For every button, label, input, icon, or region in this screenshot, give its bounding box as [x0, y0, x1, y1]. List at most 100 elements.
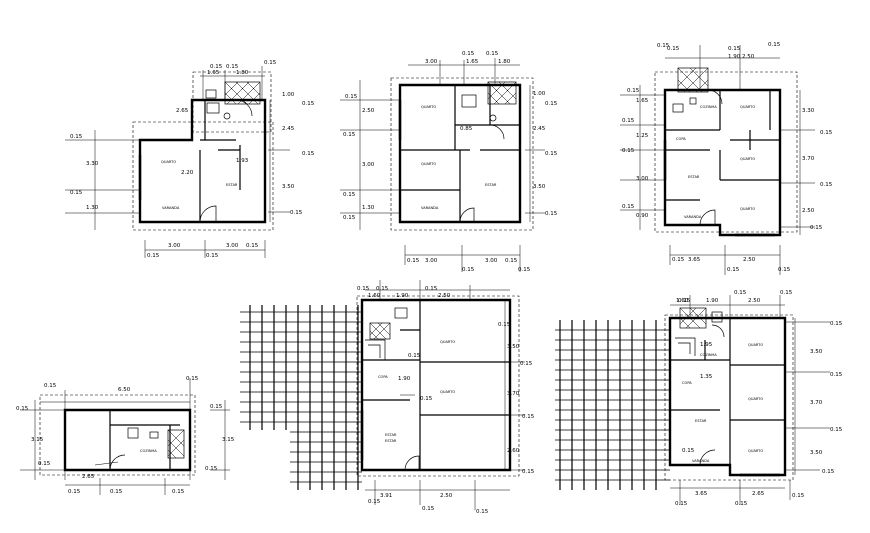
plan2-misc-4: 0.15 [545, 101, 558, 107]
floor-plan-1: 1.65 0.15 0.15 1.80 2.65 1.00 2.45 3.50 … [65, 60, 315, 259]
plan6-bottom-dim-2: 0.15 [675, 501, 688, 507]
plan5-misc-1: 0.15 [420, 396, 433, 402]
plan3-side-dim-6: 2.50 [802, 208, 815, 214]
plan5-top-dim-0: 1.60 [368, 293, 381, 299]
plan1-side-dim-3: 3.50 [282, 184, 295, 190]
plan5-misc-3: 0.15 [498, 322, 511, 328]
plan4-top-dim-2: 0.15 [186, 376, 199, 382]
plan4-bottom-dim-3: 0.15 [172, 489, 185, 495]
plan3-side-dim-1: 1.25 [636, 133, 649, 139]
plan2-room-quarto-b: QUARTO [421, 162, 436, 166]
plan6-room-quarto-a: QUARTO [748, 343, 763, 347]
plan6-misc-1: 0.15 [822, 469, 835, 475]
plan6-misc-3: 0.15 [682, 448, 695, 454]
plan1-side-dim-0: 2.65 [176, 108, 189, 114]
plan1-misc-0: 0.15 [70, 134, 83, 140]
plan1-side-dim-2: 2.45 [282, 126, 295, 132]
plan1-room-estar: ESTAR [226, 183, 238, 187]
floor-plan-4: 6.50 0.15 0.15 0.15 3.15 3.15 0.15 2.65 … [16, 376, 235, 495]
plan4-bottom-dim-1: 0.15 [68, 489, 81, 495]
plan2-misc-0: 0.15 [345, 94, 358, 100]
plan5-side-dim-3: 0.15 [522, 469, 535, 475]
plan4-side-dim-0: 3.15 [31, 437, 44, 443]
plan2-room-varanda: VARANDA [421, 206, 439, 210]
pergola-6 [555, 320, 670, 490]
plan2-bottom-dim-2: 0.15 [407, 258, 420, 264]
plan6-side-dim-6: 1.35 [700, 374, 713, 380]
plan6-bottom-dim-0: 3.65 [695, 491, 708, 497]
plan3-top-dim-2: 0.15 [667, 46, 680, 52]
plan2-side-dim-0: 2.50 [362, 108, 375, 114]
pergola-5 [240, 305, 362, 490]
plan5-top-dim-1: 1.90 [396, 293, 409, 299]
plan5-room-quarto-a: QUARTO [440, 340, 455, 344]
plan4-top-dim-1: 0.15 [44, 383, 57, 389]
bathroom-hatch [487, 81, 517, 105]
plan5-bottom-dim-1: 2.50 [440, 493, 453, 499]
plan4-bottom-dim-2: 0.15 [110, 489, 123, 495]
plan5-top-dim-5: 0.15 [425, 286, 438, 292]
plan3-bottom-dim-4: 0.15 [778, 267, 791, 273]
plan1-top-dim-1: 0.15 [210, 64, 223, 70]
plan4-top-dim-3: 0.15 [210, 404, 223, 410]
plan6-side-dim-5: 1.95 [700, 342, 713, 348]
plan5-bottom-dim-2: 0.15 [368, 499, 381, 505]
plan2-side-dim-1: 1.00 [533, 91, 546, 97]
plan1-misc-8: 0.15 [264, 60, 277, 66]
plan3-top-dim-1: 2.50 [742, 54, 755, 60]
plan2-top-dim-2: 1.80 [498, 59, 511, 65]
plan3-misc-2: 0.15 [622, 148, 635, 154]
plan3-bottom-dim-0: 3.65 [688, 257, 701, 263]
plan6-bottom-dim-4: 0.15 [792, 493, 805, 499]
plan3-side-dim-0: 1.65 [636, 98, 649, 104]
plan5-bottom-dim-4: 0.15 [476, 509, 489, 515]
plan2-side-dim-5: 1.30 [362, 205, 375, 211]
plan1-side-dim-5: 1.30 [86, 205, 99, 211]
plan6-room-copa: COPA [682, 381, 692, 385]
plan6-misc-0: 0.15 [830, 321, 843, 327]
plan2-side-dim-4: 3.50 [533, 184, 546, 190]
plan1-top-dim-0: 1.65 [207, 70, 220, 76]
plan5-side-dim-4: 0.15 [522, 414, 535, 420]
plan3-side-dim-5: 3.70 [802, 156, 815, 162]
plan2-bottom-dim-1: 3.00 [485, 258, 498, 264]
plan6-top-dim-0: 1.60 [676, 298, 689, 304]
plan2-misc-1: 0.15 [343, 132, 356, 138]
plan1-misc-1: 0.15 [70, 190, 83, 196]
plan5-top-dim-3: 0.15 [357, 286, 370, 292]
plan3-side-dim-4: 3.30 [802, 108, 815, 114]
floor-plan-5: 1.60 1.90 2.50 0.15 0.15 0.15 3.50 3.70 … [240, 280, 535, 515]
plan3-room-quarto-a: QUARTO [740, 105, 755, 109]
floor-plan-6: 1.60 1.90 2.50 0.15 0.15 3.50 3.70 3.50 … [555, 290, 843, 507]
plan3-misc-5: 0.15 [820, 182, 833, 188]
plan2-top-dim-0: 3.00 [425, 59, 438, 65]
plan3-room-estar: ESTAR [688, 175, 700, 179]
plan2-side-dim-6: 0.85 [460, 126, 473, 132]
plan6-side-dim-0: 3.50 [810, 349, 823, 355]
plan6-room-quarto-c: QUARTO [748, 449, 763, 453]
plan5-misc-0: 0.15 [520, 361, 533, 367]
plan4-side-dim-2: 0.15 [38, 461, 51, 467]
plan2-bottom-dim-4: 0.15 [518, 267, 531, 273]
plan4-misc-1: 0.15 [205, 466, 218, 472]
plan2-bottom-dim-0: 3.00 [425, 258, 438, 264]
plan3-room-varanda: VARANDA [684, 215, 702, 219]
plan5-bottom-dim-0: 3.91 [380, 493, 392, 499]
plan2-misc-5: 0.15 [545, 151, 558, 157]
plan6-room-cozinha: COZINHA [700, 353, 717, 357]
plan3-room-cozinha: COZINHA [700, 105, 717, 109]
plan5-room-estar-a: ESTAR [385, 433, 397, 437]
plan3-room-copa: COPA [676, 137, 686, 141]
plan1-side-dim-4: 3.30 [86, 161, 99, 167]
plan6-top-dim-2: 2.50 [748, 298, 761, 304]
plan3-misc-4: 0.15 [820, 130, 833, 136]
plan6-bottom-dim-3: 0.15 [735, 501, 748, 507]
floor-plan-3: 1.90 2.50 0.15 0.15 0.15 1.65 1.25 3.00 … [620, 42, 833, 275]
plan1-misc-5: 1.93 [236, 158, 249, 164]
plan2-misc-2: 0.15 [343, 192, 356, 198]
plan3-misc-3: 0.15 [622, 204, 635, 210]
plan4-side-dim-1: 3.15 [222, 437, 235, 443]
plan1-room-varanda: VARANDA [162, 206, 180, 210]
plan3-top-dim-4: 0.15 [768, 42, 781, 48]
plan3-top-dim-0: 1.90 [728, 54, 741, 60]
